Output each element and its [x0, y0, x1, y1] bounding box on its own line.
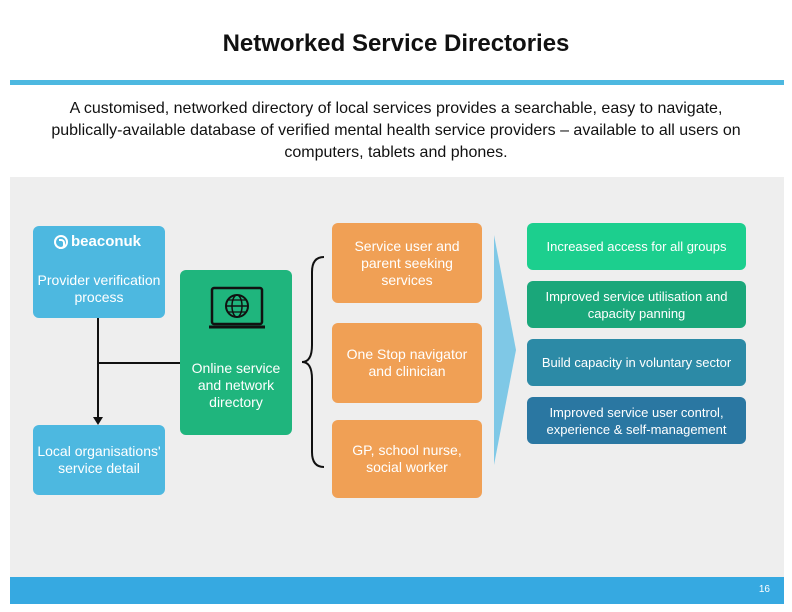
arrow-down-icon [93, 318, 103, 425]
local-organisations-box: Local organisations' service detail [33, 425, 165, 495]
outcome-label: Build capacity in voluntary sector [541, 355, 732, 370]
user-box-label: One Stop navigator and clinician [346, 346, 468, 379]
page-subtitle: A customised, networked directory of loc… [51, 100, 741, 161]
brace-icon [301, 256, 325, 468]
beacon-logo-icon: beaconuk [54, 233, 141, 250]
local-organisations-label: Local organisations' service detail [37, 443, 161, 476]
online-directory-label: Online service and network directory [191, 360, 281, 410]
page-title: Networked Service Directories [222, 30, 570, 57]
outcome-box-utilisation: Improved service utilisation and capacit… [527, 281, 746, 328]
title-divider [10, 80, 784, 85]
online-directory-box: Online service and network directory [180, 270, 292, 435]
footer-bar [10, 577, 784, 604]
beacon-logo-text: beaconuk [71, 233, 142, 250]
outcome-label: Improved service user control, experienc… [546, 404, 727, 437]
outcome-box-control: Improved service user control, experienc… [527, 397, 746, 444]
laptop-globe-icon [209, 286, 265, 329]
user-box-label: GP, school nurse, social worker [352, 442, 462, 475]
provider-verification-label: Provider verification process [37, 272, 161, 305]
user-box-label: Service user and parent seeking services [354, 237, 460, 288]
outcome-label: Increased access for all groups [546, 239, 727, 254]
beacon-mark-icon [54, 234, 68, 249]
page-number: 16 [758, 584, 770, 595]
user-box-navigator: One Stop navigator and clinician [332, 323, 482, 403]
user-box-service-user: Service user and parent seeking services [332, 223, 482, 303]
user-box-gp: GP, school nurse, social worker [332, 420, 482, 498]
outcome-box-capacity: Build capacity in voluntary sector [527, 339, 746, 386]
chevron-arrow-icon [494, 235, 516, 465]
outcome-box-access: Increased access for all groups [527, 223, 746, 270]
outcome-label: Improved service utilisation and capacit… [545, 288, 728, 321]
